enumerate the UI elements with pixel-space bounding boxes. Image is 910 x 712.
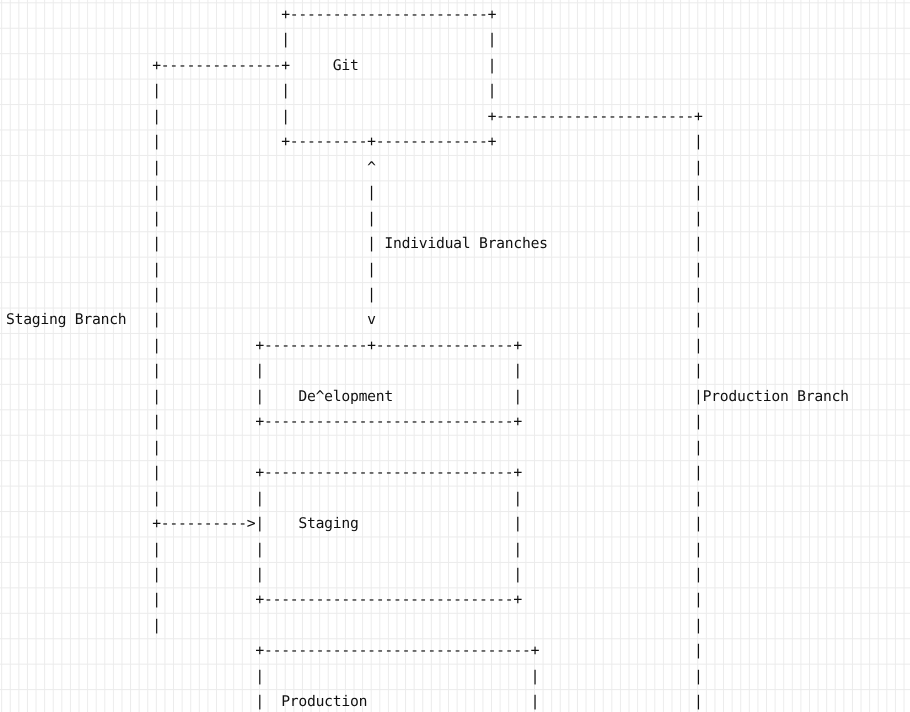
ascii-art-flow-diagram: +-----------------------+ | | +---------…: [6, 6, 849, 711]
